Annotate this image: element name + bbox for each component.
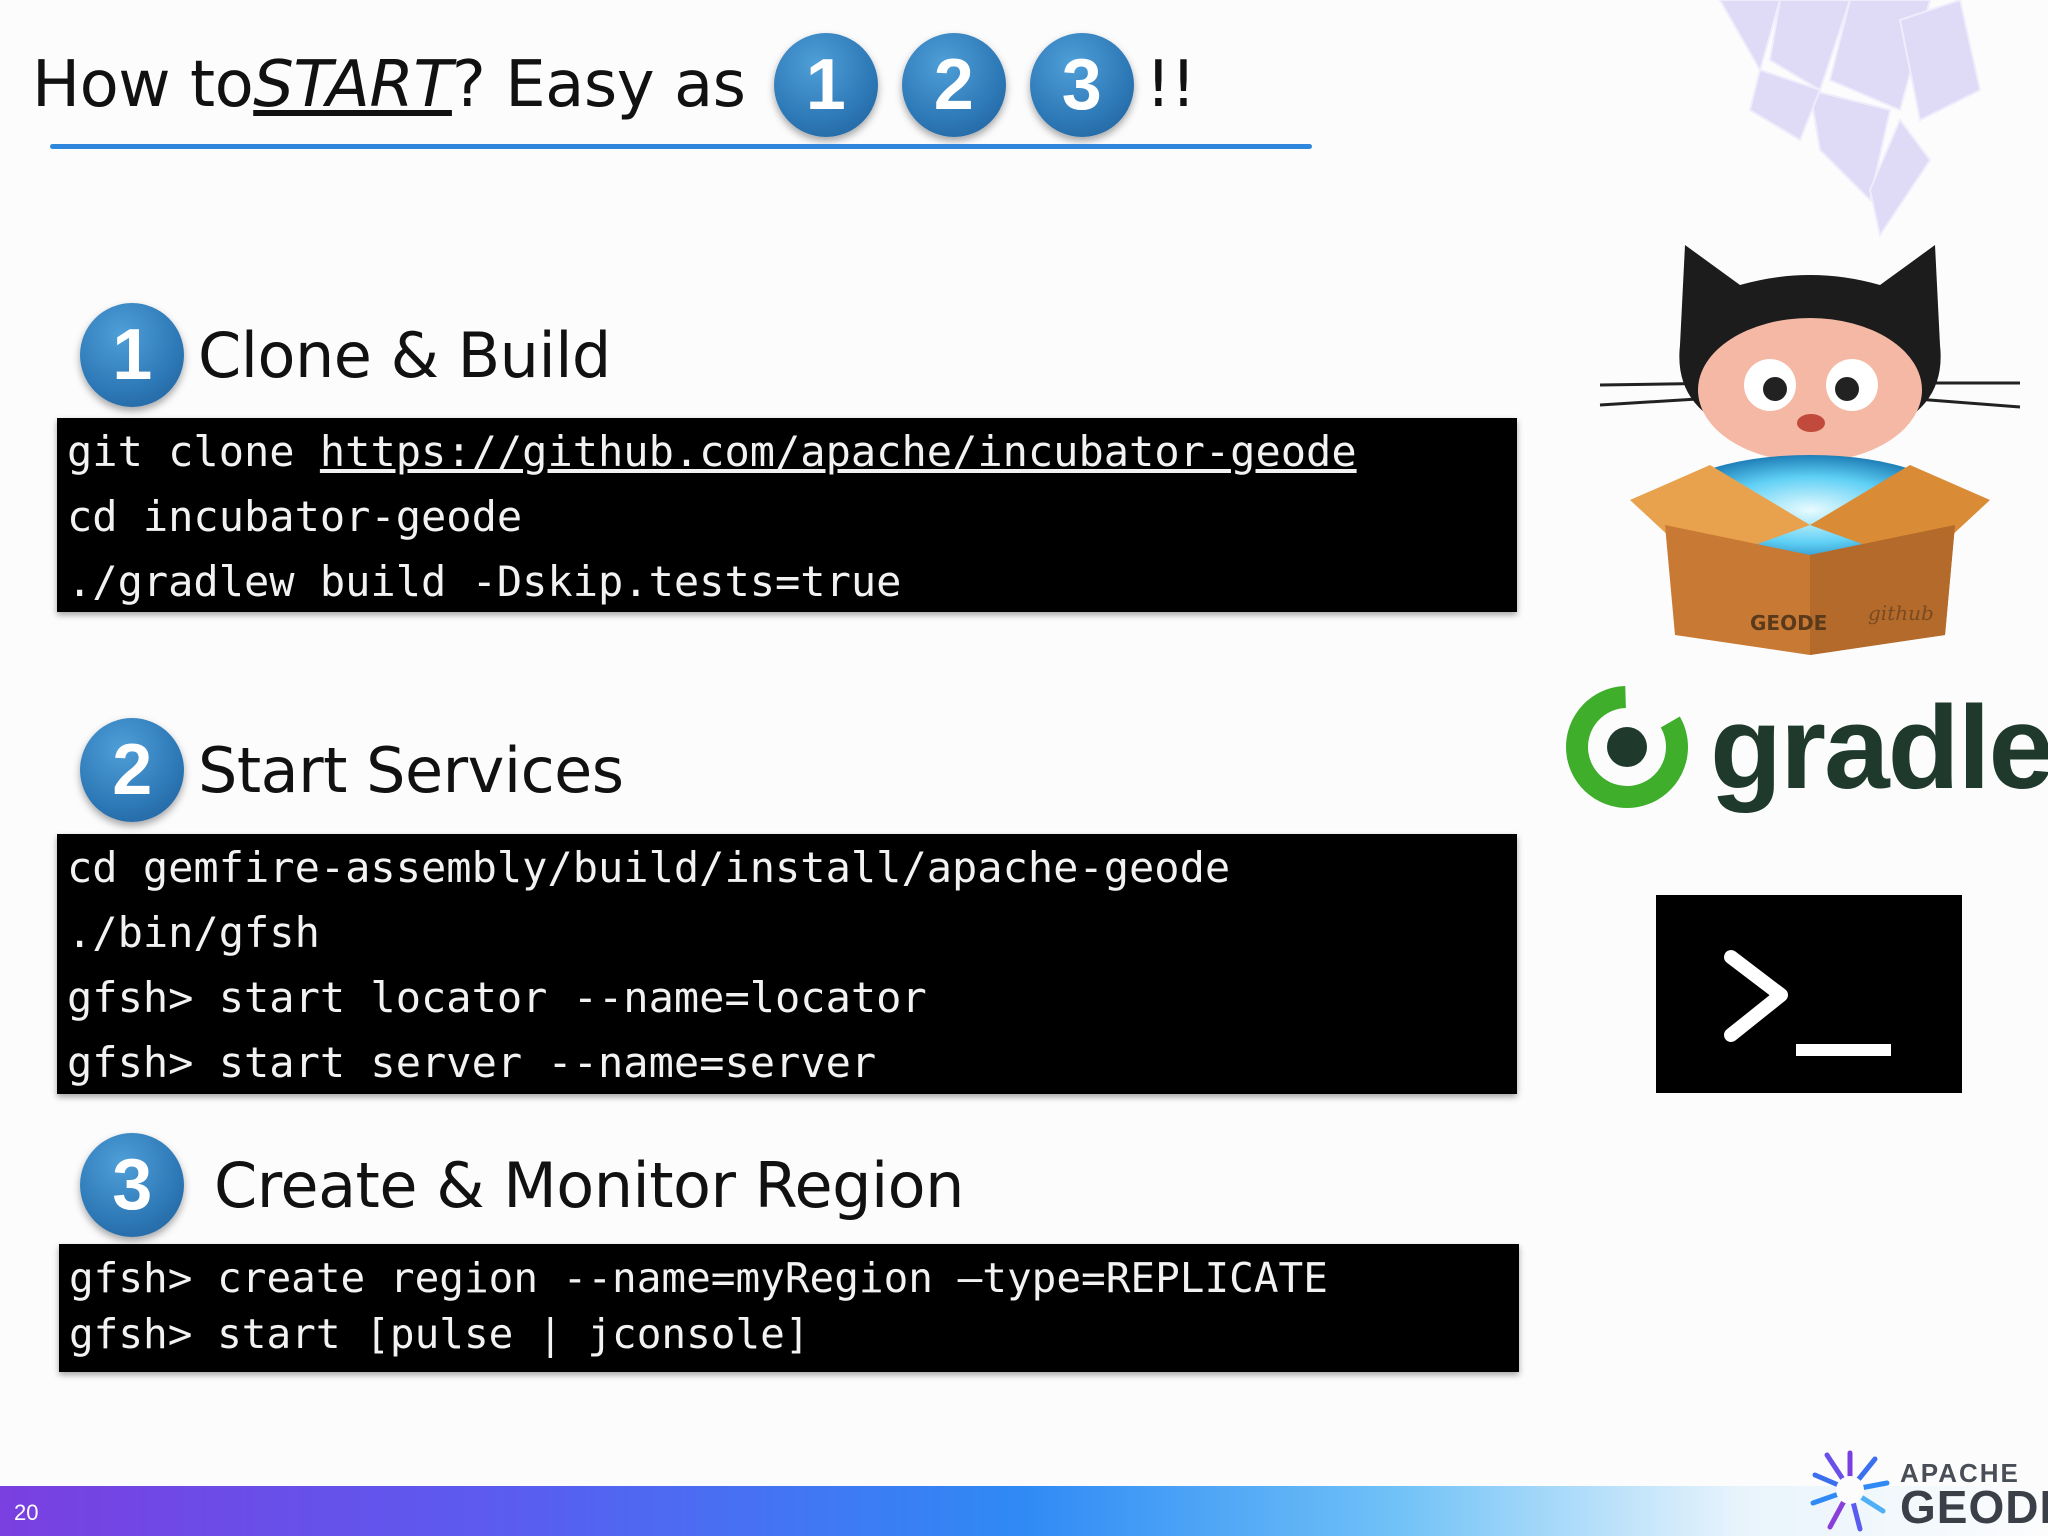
code-line: git clone https://github.com/apache/incu… bbox=[67, 422, 1517, 487]
gradle-logo-icon bbox=[1566, 686, 1688, 808]
brand-apache: APACHE bbox=[1900, 1458, 2020, 1488]
title-prefix: How to bbox=[32, 48, 254, 122]
code-line: gfsh> create region --name=myRegion —typ… bbox=[69, 1254, 1328, 1302]
section-2-badge: 2 bbox=[80, 718, 184, 822]
title-underline bbox=[50, 144, 1312, 149]
terminal-prompt-icon bbox=[1656, 895, 1962, 1093]
crystal-decoration bbox=[1718, 0, 1982, 238]
code-line: ./gradlew build -Dskip.tests=true bbox=[67, 557, 902, 606]
section-1-badge: 1 bbox=[80, 303, 184, 407]
title-suffix: ? Easy as bbox=[451, 48, 746, 122]
section-1-title: Clone & Build bbox=[198, 318, 611, 392]
code-line: cd incubator-geode bbox=[67, 492, 523, 541]
code-block-start-services: cd gemfire-assembly/build/install/apache… bbox=[57, 834, 1517, 1094]
code-line: gfsh> start [pulse | jconsole] bbox=[69, 1310, 810, 1358]
git-clone-command: git clone bbox=[67, 427, 320, 476]
title-step-2-badge: 2 bbox=[901, 33, 1006, 137]
section-2-heading: 2 Start Services bbox=[80, 715, 624, 825]
title-exclaim: !! bbox=[1145, 48, 1197, 122]
section-1-heading: 1 Clone & Build bbox=[80, 300, 611, 410]
code-line: gfsh> start locator --name=locator bbox=[67, 973, 927, 1022]
code-line: ./bin/gfsh bbox=[67, 908, 320, 957]
box-label-geode: GEODE bbox=[1750, 611, 1827, 635]
section-3-heading: 3 Create & Monitor Region bbox=[80, 1130, 964, 1240]
code-block-create-region: gfsh> create region --name=myRegion —typ… bbox=[59, 1244, 1519, 1372]
slide-number: 20 bbox=[14, 1500, 39, 1525]
section-2-title: Start Services bbox=[198, 733, 624, 807]
code-line: cd gemfire-assembly/build/install/apache… bbox=[67, 843, 1231, 892]
section-3-title: Create & Monitor Region bbox=[214, 1148, 964, 1222]
section-3-badge: 3 bbox=[80, 1133, 184, 1237]
apache-geode-logo-icon bbox=[1810, 1450, 1890, 1532]
title-emphasis: START bbox=[253, 48, 452, 122]
title-step-3-badge: 3 bbox=[1029, 33, 1134, 137]
brand-geode: GEODE bbox=[1900, 1481, 2048, 1533]
footer-bar bbox=[0, 1486, 2048, 1536]
github-octocat-geode-box-icon: GEODE github bbox=[1599, 245, 2021, 655]
box-label-github: github bbox=[1868, 601, 1934, 625]
code-block-clone-build: git clone https://github.com/apache/incu… bbox=[57, 418, 1517, 612]
code-line: gfsh> start server --name=server bbox=[67, 1038, 877, 1087]
slide-title: How to START? Easy as 1 2 3!! bbox=[32, 30, 1196, 140]
title-step-1-badge: 1 bbox=[773, 33, 878, 137]
gradle-wordmark: gradle bbox=[1710, 682, 2048, 814]
repository-link[interactable]: https://github.com/apache/incubator-geod… bbox=[319, 427, 1357, 476]
